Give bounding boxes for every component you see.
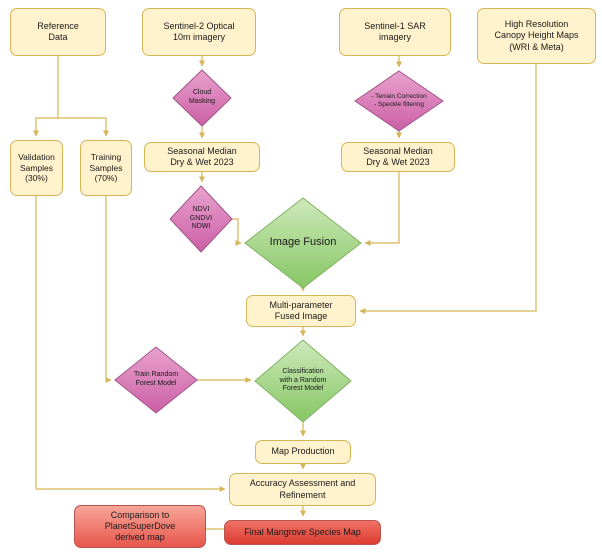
node-canopy-height-maps: High Resolution Canopy Height Maps (WRI … [477,8,596,64]
connector-training-to-trainrf [105,196,112,383]
node-accuracy-assessment: Accuracy Assessment and Refinement [229,473,376,506]
connector-reference-to-validation [33,56,59,137]
node-classification-label: Classification with a Random Forest Mode… [279,367,327,393]
node-sentinel2: Sentinel-2 Optical 10m imagery [142,8,256,56]
connector-validation-to-accuracy [35,196,226,492]
node-final-mangrove-map: Final Mangrove Species Map [224,520,381,545]
node-validation-samples: Validation Samples (30%) [10,140,63,196]
node-reference-data: Reference Data [10,8,106,56]
node-classification-shape [254,339,352,423]
node-seasonal-median-sar: Seasonal Median Dry & Wet 2023 [341,142,455,172]
node-sentinel1: Sentinel-1 SAR imagery [339,8,451,56]
node-train-rf-shape [114,346,198,414]
node-train-rf-label: Train Random Forest Model [133,371,179,387]
node-ndvi-indices-label: NDVI GNDVI NDWI [189,205,213,231]
node-cloud-masking-label: Cloud Masking [188,89,216,105]
node-ndvi-indices-shape [169,185,233,253]
node-terrain-correction-label: - Terrain Correction - Speckle filtering [371,92,427,108]
node-fused-image: Multi-parameter Fused Image [246,295,356,327]
node-comparison-planetsuperdove: Comparison to PlanetSuperDove derived ma… [74,505,206,548]
connector-canopy-to-fusedimage [359,64,537,314]
connector-ndvi-to-imagefusion [232,218,242,246]
node-cloud-masking-shape [172,69,232,127]
connector-seasonal-right-to-imagefusion [364,172,400,246]
node-seasonal-median-optical: Seasonal Median Dry & Wet 2023 [144,142,260,172]
node-map-production: Map Production [255,440,351,464]
node-image-fusion-label: Image Fusion [269,236,337,249]
node-terrain-correction-shape [354,70,444,132]
node-image-fusion-shape [244,197,362,289]
connector-reference-to-training [58,117,109,137]
node-training-samples: Training Samples (70%) [80,140,132,196]
